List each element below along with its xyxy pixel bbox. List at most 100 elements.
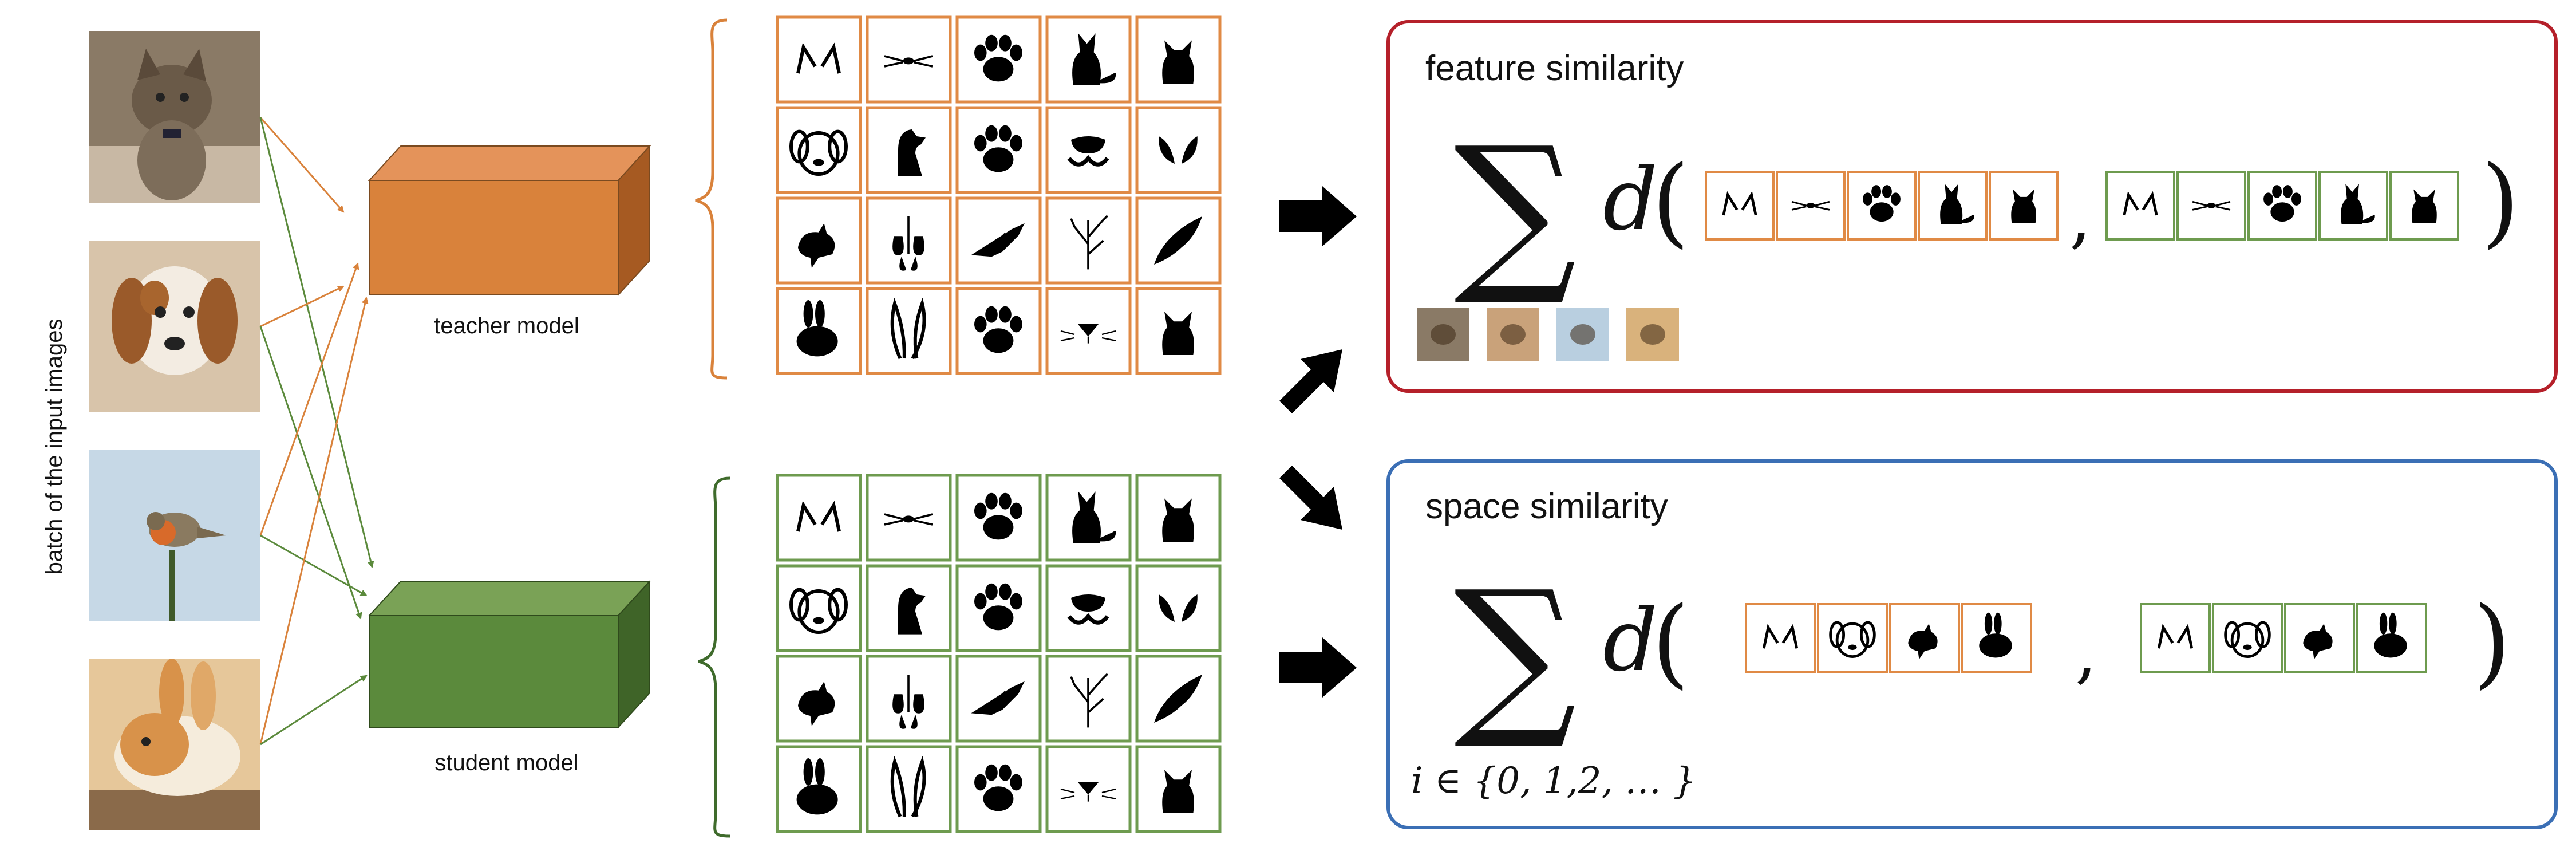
whiskers-icon — [884, 55, 933, 68]
rabbit-icon — [2374, 612, 2407, 658]
rabbit-icon — [796, 300, 838, 357]
space-close-paren: ) — [2473, 586, 2511, 699]
bird-icon — [1908, 624, 1938, 660]
cat-ears-icon — [1762, 624, 1799, 649]
flying-bird-icon — [971, 223, 1025, 257]
rabbit-nose-icon — [1060, 782, 1116, 802]
feature-cell — [1135, 196, 1222, 285]
cat-silhouette-icon — [1162, 498, 1194, 542]
strip-cell — [2105, 171, 2175, 241]
feature-teacher-strip — [1705, 171, 2059, 241]
rabbit-paw-icon — [974, 306, 1022, 353]
sitting-cat-icon — [1940, 184, 1974, 224]
feature-cell — [866, 287, 952, 375]
feature-d-symbol: d — [1603, 150, 1658, 250]
strip-cell — [1989, 171, 2059, 241]
feature-similarity-box — [1386, 20, 2558, 393]
wing-icon — [1154, 675, 1202, 723]
strip-cell — [1745, 603, 1816, 673]
strip-cell — [2140, 603, 2211, 673]
dog-nose-icon — [1067, 136, 1109, 167]
small-rabbit-icon — [1162, 312, 1194, 355]
arrow-student-to-feature — [1279, 349, 1342, 413]
input-image-robin — [89, 450, 260, 621]
snowdrop-icon — [892, 216, 924, 271]
paw-icon — [974, 492, 1022, 540]
paw-icon — [974, 34, 1022, 82]
sitting-cat-icon — [1072, 491, 1116, 543]
batch-label: batch of the input images — [42, 319, 67, 575]
feature-cell — [866, 196, 952, 285]
cat-ears-icon — [2123, 191, 2158, 216]
feature-open-paren: ( — [1652, 145, 1689, 258]
arrow-teacher-to-feature — [1279, 186, 1357, 246]
cat-silhouette-icon — [2011, 189, 2036, 223]
feature-cell — [1135, 106, 1222, 194]
dog-face-icon — [789, 588, 848, 635]
feature-cell — [866, 745, 952, 833]
arrow-student-to-space — [1279, 637, 1357, 698]
paw-icon — [2263, 185, 2301, 222]
student-feature-grid — [776, 474, 1222, 833]
twig-icon — [1070, 215, 1108, 270]
feature-sum-symbol: ∑ — [1454, 110, 1577, 310]
leaf-ears-icon — [1159, 594, 1198, 622]
bird-icon — [798, 223, 835, 268]
rabbit-nose-icon — [1060, 324, 1116, 344]
input-image-rabbit — [89, 659, 260, 830]
flying-bird-icon — [971, 681, 1025, 715]
dog-face-icon — [789, 129, 848, 176]
sitting-dog-icon — [898, 129, 926, 176]
rabbit-icon — [1979, 612, 2012, 658]
dog-face-icon — [2224, 621, 2271, 659]
arrow-teacher-to-space — [1279, 466, 1342, 530]
rabbit-paw-icon — [974, 764, 1022, 811]
twig-icon — [1070, 673, 1108, 728]
feature-cell — [776, 15, 862, 104]
student-brace — [698, 476, 730, 838]
teacher-feature-grid — [776, 15, 1222, 375]
feature-close-paren: ) — [2482, 145, 2519, 258]
input-image-kitten — [89, 31, 260, 203]
space-d-symbol: d — [1603, 591, 1658, 691]
feature-student-strip — [2105, 171, 2459, 241]
strip-cell — [1817, 603, 1888, 673]
cat-ears-icon — [796, 501, 841, 532]
whiskers-icon — [1791, 200, 1830, 211]
index-set-label: i ∈ {0, 1,2, … } — [1411, 760, 1696, 802]
dog-face-icon — [1829, 621, 1876, 659]
sitting-cat-icon — [2341, 184, 2375, 224]
feature-cell — [776, 474, 862, 562]
bird-icon — [798, 681, 835, 726]
sitting-dog-icon — [898, 588, 926, 635]
student-model-block — [368, 580, 651, 729]
rabbit-ears-icon — [890, 297, 926, 360]
teacher-model-block — [368, 144, 651, 297]
cat-silhouette-icon — [2412, 189, 2437, 223]
cat-ears-icon — [796, 42, 841, 74]
leaf-ears-icon — [1159, 136, 1198, 164]
space-student-strip — [2140, 603, 2427, 673]
dog-nose-icon — [1067, 594, 1109, 625]
cat-ears-icon — [2157, 624, 2194, 649]
space-sum-symbol: ∑ — [1454, 554, 1577, 754]
feature-cell — [1135, 564, 1222, 652]
snowdrop-icon — [892, 675, 924, 729]
batch-thumbnails — [1417, 308, 1679, 361]
small-rabbit-icon — [1162, 770, 1194, 813]
rabbit-icon — [796, 758, 838, 815]
wing-icon — [1154, 216, 1202, 265]
student-model-label: student model — [434, 750, 578, 775]
whiskers-icon — [2192, 200, 2231, 211]
whiskers-icon — [884, 513, 933, 526]
strip-cell — [1847, 171, 1917, 241]
space-comma: , — [2075, 613, 2097, 692]
cat-silhouette-icon — [1162, 40, 1194, 84]
paw-icon — [1863, 185, 1901, 222]
space-open-paren: ( — [1652, 586, 1689, 699]
bird-icon — [2303, 624, 2333, 660]
feature-comma: , — [2069, 178, 2091, 257]
space-teacher-strip — [1745, 603, 2032, 673]
input-images — [89, 31, 260, 830]
